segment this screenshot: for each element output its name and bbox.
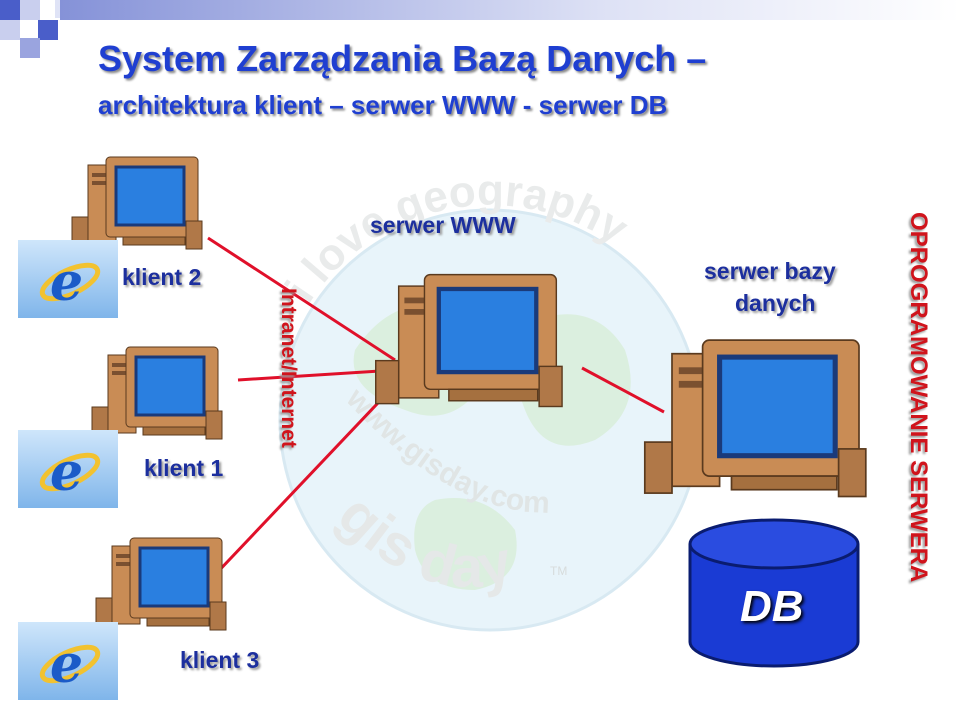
db-server-label-line1: serwer bazy (704, 258, 836, 284)
client1-computer-icon (91, 346, 223, 440)
link-client3-web (210, 383, 397, 580)
client2-browser-icon: e (18, 240, 118, 318)
db-server-computer-icon (643, 339, 867, 498)
header-bar (60, 0, 960, 20)
svg-text:e: e (50, 252, 83, 313)
client1-browser-icon: e (18, 430, 118, 508)
svg-text:e: e (50, 634, 83, 695)
client2-computer-icon (71, 156, 203, 250)
client3-label: klient 3 (180, 647, 260, 673)
link-client2-web (207, 236, 396, 362)
network-label: Intranet/Internet (277, 288, 300, 448)
client1-label: klient 1 (144, 455, 224, 481)
page-title: System Zarządzania Bazą Danych – (98, 38, 707, 79)
database-label: DB (740, 582, 804, 631)
db-server-label-line2: danych (735, 290, 816, 316)
svg-text:e: e (50, 442, 83, 503)
watermark-tm: TM (550, 564, 567, 578)
client3-browser-icon: e (18, 622, 118, 700)
link-web-db (581, 366, 665, 414)
link-client1-web (237, 368, 396, 382)
client2-label: klient 2 (122, 264, 202, 290)
server-software-label: OPROGRAMOWANIE SERWERA (905, 212, 932, 583)
database-cylinder-icon (688, 518, 860, 668)
web-server-computer-icon (375, 273, 563, 408)
web-server-label: serwer WWW (370, 212, 516, 238)
client3-computer-icon (95, 537, 227, 631)
page-subtitle: architektura klient – serwer WWW - serwe… (98, 90, 668, 120)
